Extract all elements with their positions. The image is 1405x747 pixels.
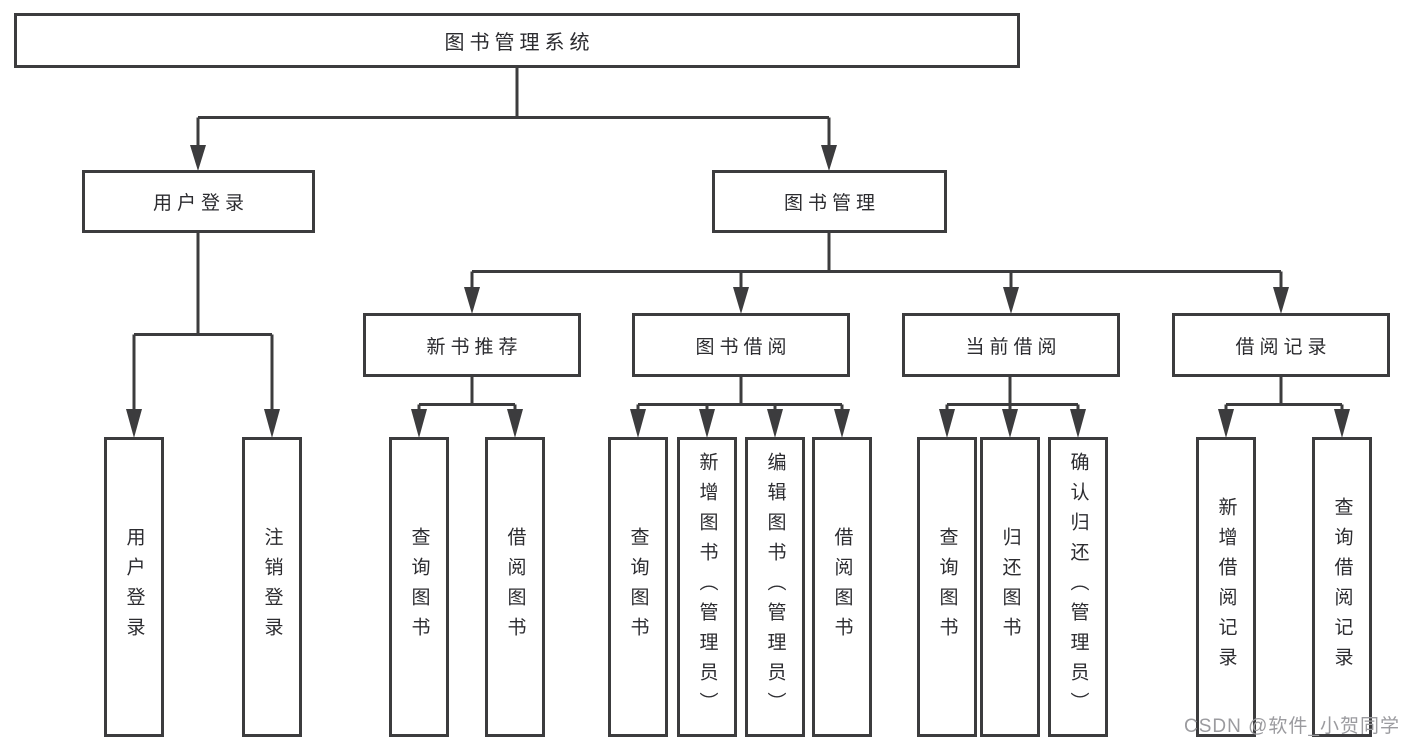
leaf-confirm-return-admin: 确认归还（管理员） [1048, 437, 1108, 737]
node-book-management: 图书管理 [712, 170, 947, 233]
leaf-edit-books-admin: 编辑图书（管理员） [745, 437, 805, 737]
leaf-return-books: 归还图书 [980, 437, 1040, 737]
leaf-borrow-books: 借阅图书 [812, 437, 872, 737]
node-book-borrowing: 图书借阅 [632, 313, 850, 377]
csdn-watermark: CSDN @软件_小贺同学 [1184, 716, 1400, 737]
leaf-add-borrow-record: 新增借阅记录 [1196, 437, 1256, 737]
leaf-add-books-admin: 新增图书（管理员） [677, 437, 737, 737]
leaf-query-books-current: 查询图书 [917, 437, 977, 737]
leaf-borrow-books-recommend: 借阅图书 [485, 437, 545, 737]
leaf-query-books-recommend: 查询图书 [389, 437, 449, 737]
node-user-login: 用户登录 [82, 170, 315, 233]
leaf-logout: 注销登录 [242, 437, 302, 737]
leaf-user-login: 用户登录 [104, 437, 164, 737]
node-new-book-recommend: 新书推荐 [363, 313, 581, 377]
node-borrow-records: 借阅记录 [1172, 313, 1390, 377]
node-current-borrowing: 当前借阅 [902, 313, 1120, 377]
node-library-system: 图书管理系统 [14, 13, 1020, 68]
leaf-query-books-borrowing: 查询图书 [608, 437, 668, 737]
leaf-query-borrow-record: 查询借阅记录 [1312, 437, 1372, 737]
